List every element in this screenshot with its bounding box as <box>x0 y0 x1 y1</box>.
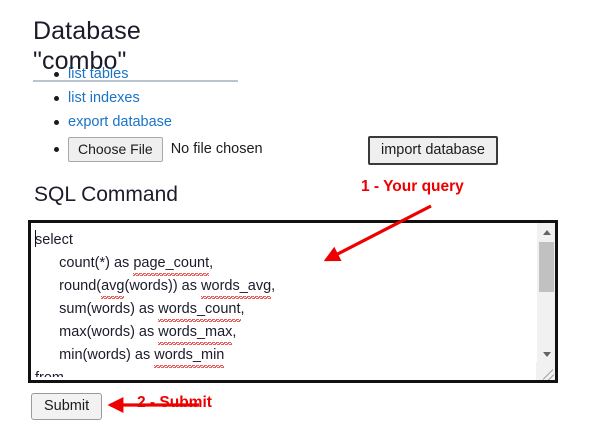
sql-line: from <box>35 367 536 377</box>
database-actions-list: list tables list indexes export database… <box>44 62 548 164</box>
export-database-link[interactable]: export database <box>68 114 172 130</box>
sql-command-heading: SQL Command <box>34 183 178 206</box>
list-item: list indexes <box>54 86 548 110</box>
file-status-text: No file chosen <box>170 141 263 158</box>
import-database-button[interactable]: import database <box>368 136 498 165</box>
sql-textarea-content[interactable]: select count(*) as page_count, round(avg… <box>31 223 536 380</box>
resize-grip-icon[interactable] <box>536 362 555 380</box>
sql-line: select <box>35 232 73 248</box>
sql-command-textarea[interactable]: select count(*) as page_count, round(avg… <box>28 220 558 383</box>
file-input[interactable]: Choose File No file chosen <box>68 136 263 162</box>
sql-lines: select count(*) as page_count, round(avg… <box>35 229 536 377</box>
page-title: Database "combo" <box>33 16 238 82</box>
scroll-up-arrow-icon[interactable] <box>537 223 555 240</box>
text-caret <box>35 230 36 247</box>
sql-line: min(words) as words_min <box>35 344 536 368</box>
sql-line: max(words) as words_max, <box>35 321 536 345</box>
list-item: list tables <box>54 62 548 86</box>
list-tables-link[interactable]: list tables <box>68 66 129 82</box>
sql-line: count(*) as page_count, <box>35 252 536 276</box>
submit-button[interactable]: Submit <box>31 393 103 420</box>
annotation-label-your-query: 1 - Your query <box>361 178 464 195</box>
list-indexes-link[interactable]: list indexes <box>68 90 140 106</box>
sql-line: round(avg(words)) as words_avg, <box>35 275 536 299</box>
annotation-label-submit: 2 - Submit <box>137 394 212 411</box>
choose-file-button[interactable]: Choose File <box>68 136 163 162</box>
sql-line: sum(words) as words_count, <box>35 298 536 322</box>
scrollbar-thumb[interactable] <box>539 242 554 292</box>
scroll-down-arrow-icon[interactable] <box>537 345 555 362</box>
list-item: Choose File No file chosen <box>54 134 548 164</box>
textarea-scrollbar[interactable] <box>536 223 555 380</box>
list-item: export database <box>54 110 548 134</box>
